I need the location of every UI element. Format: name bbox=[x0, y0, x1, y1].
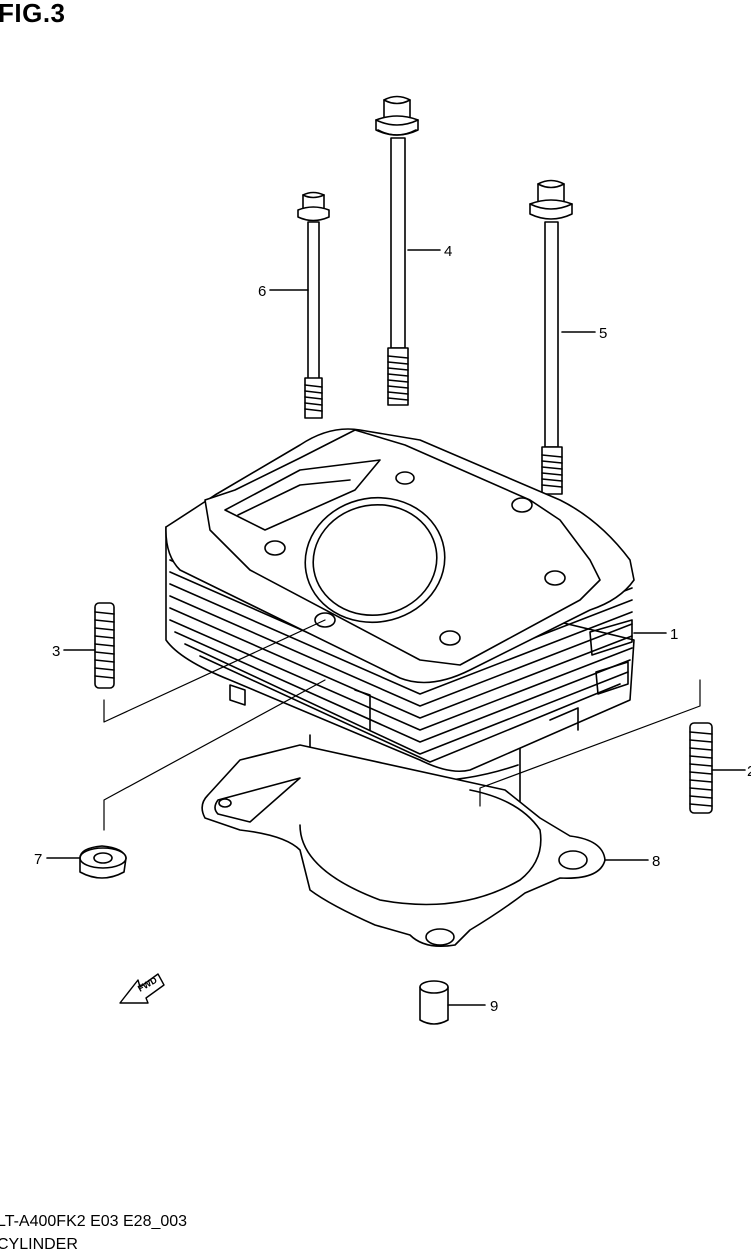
stud-right bbox=[689, 722, 746, 814]
section-name: CYLINDER bbox=[0, 1236, 78, 1253]
cylinder-gasket bbox=[201, 744, 649, 948]
dowel-pin bbox=[419, 980, 486, 1025]
cylinder-bolt-short bbox=[269, 191, 330, 419]
assembly-leader-lines bbox=[103, 619, 701, 831]
callout-9: 9 bbox=[490, 998, 498, 1015]
model-code: LT-A400FK2 E03 E28_003 bbox=[0, 1213, 188, 1230]
callout-6: 6 bbox=[258, 283, 266, 300]
stud-left bbox=[63, 602, 115, 689]
callout-3: 3 bbox=[52, 643, 60, 660]
flange-nut bbox=[46, 845, 127, 879]
cylinder-block bbox=[165, 428, 667, 773]
callout-4: 4 bbox=[444, 243, 452, 260]
cylinder-head-bolt-right bbox=[529, 179, 596, 495]
forward-direction-arrow: FWD bbox=[119, 973, 165, 1004]
callout-7: 7 bbox=[34, 851, 42, 868]
callout-2: 2 bbox=[747, 763, 751, 780]
callout-8: 8 bbox=[652, 853, 660, 870]
callout-1: 1 bbox=[670, 626, 678, 643]
cylinder-head-bolt-long bbox=[375, 95, 441, 406]
callout-5: 5 bbox=[599, 325, 607, 342]
figure-title: FIG.3 bbox=[0, 0, 66, 28]
